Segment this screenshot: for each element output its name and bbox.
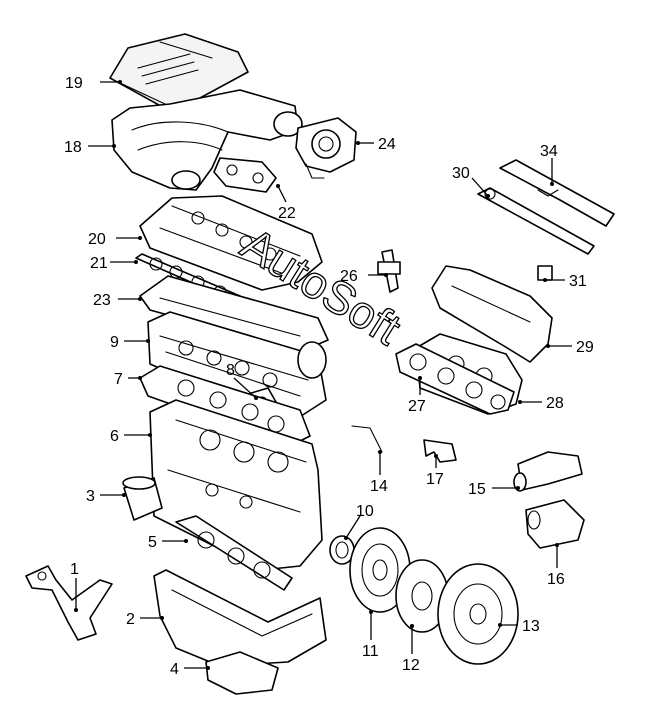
callout-8: 8 — [226, 362, 235, 379]
part-9-cylinder-head — [147, 311, 327, 419]
callout-30: 30 — [452, 165, 470, 182]
callout-31: 31 — [569, 273, 587, 290]
part-30-fuel-rail — [477, 187, 595, 255]
part-29-heat-shield — [431, 265, 553, 363]
part-20-valve-cover — [139, 195, 323, 291]
callout-27: 27 — [408, 398, 426, 415]
part-5-crankshaft — [175, 515, 293, 591]
callout-21: 21 — [90, 255, 108, 272]
callout-11: 11 — [362, 643, 379, 660]
callout-labels: 19 18 24 22 20 21 23 9 7 8 6 3 5 1 2 4 1… — [64, 75, 594, 678]
callout-20: 20 — [88, 231, 106, 248]
part-4-oil-pan-lower — [205, 651, 279, 695]
part-1-oil-pickup — [25, 565, 113, 641]
callout-24: 26 — [340, 268, 358, 285]
callout-29: 29 — [576, 339, 594, 356]
part-24-ignition-coil — [377, 249, 401, 293]
part-34-rail-cover — [499, 159, 615, 227]
callout-5: 5 — [148, 534, 157, 551]
part-17-clip — [423, 439, 457, 463]
callout-12: 12 — [402, 657, 420, 674]
part-12-clutch-disc — [395, 559, 449, 633]
part-7-head-gasket — [139, 365, 311, 447]
callout-16: 16 — [547, 571, 565, 588]
callout-10: 10 — [356, 503, 374, 520]
part-27-exhaust-gasket — [395, 343, 515, 415]
callout-9: 9 — [110, 334, 119, 351]
part-16-starter — [525, 499, 585, 549]
callout-2: 2 — [126, 611, 135, 628]
callout-14: 14 — [370, 478, 388, 495]
leader-lines — [74, 80, 572, 670]
callout-3: 3 — [86, 488, 95, 505]
part-2-oil-pan — [153, 569, 327, 667]
callout-26: 24 — [378, 136, 396, 153]
callout-1: 1 — [70, 561, 79, 578]
part-14-bracket — [351, 425, 383, 453]
callout-18: 18 — [64, 139, 82, 156]
callout-23: 23 — [93, 292, 111, 309]
callout-13: 13 — [522, 618, 540, 635]
part-26-throttle-body — [295, 117, 357, 179]
callout-4: 4 — [170, 661, 179, 678]
callout-7: 7 — [114, 371, 123, 388]
callout-15: 15 — [468, 481, 486, 498]
part-15-coolant-outlet — [513, 451, 583, 492]
part-18-intake-manifold — [111, 89, 303, 191]
callout-19: 19 — [65, 75, 83, 92]
part-31-sensor — [537, 265, 553, 281]
part-23-cover-gasket — [139, 275, 329, 353]
part-13-pressure-plate — [437, 563, 519, 665]
part-3-oil-filter — [122, 476, 163, 521]
part-22-throttle-gasket — [213, 157, 277, 193]
callout-34: 34 — [540, 143, 558, 160]
callout-6: 6 — [110, 428, 119, 445]
callout-28: 28 — [546, 395, 564, 412]
callout-17: 17 — [426, 471, 444, 488]
callout-22: 22 — [278, 205, 296, 222]
